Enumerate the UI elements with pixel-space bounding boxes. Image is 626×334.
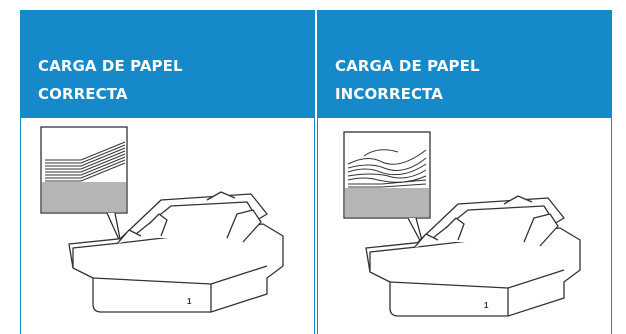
header-title-correct: CARGA DE PAPEL CORRECTA (38, 57, 183, 103)
incorrect-paper-tray-illustration: 1 (343, 131, 581, 317)
paper-stack-inset-correct (40, 126, 128, 245)
header-cell-correct: CARGA DE PAPEL CORRECTA (20, 10, 315, 118)
tray-number-incorrect: 1 (484, 301, 489, 310)
paper-tray-correct (68, 191, 284, 313)
paper-stack-inset-incorrect (343, 131, 431, 249)
tray-number-correct: 1 (187, 297, 192, 306)
correct-paper-tray-illustration: 1 (40, 126, 284, 313)
header-title-incorrect: CARGA DE PAPEL INCORRECTA (335, 57, 480, 103)
paper-tray-incorrect (365, 195, 581, 317)
column-incorrect: CARGA DE PAPEL INCORRECTA (317, 10, 612, 334)
column-correct: CARGA DE PAPEL CORRECTA (20, 10, 315, 334)
image-cell-correct: 1 (20, 118, 315, 334)
paper-loading-table: CARGA DE PAPEL CORRECTA (20, 10, 612, 334)
image-cell-incorrect: 1 (317, 118, 612, 334)
header-cell-incorrect: CARGA DE PAPEL INCORRECTA (317, 10, 612, 118)
